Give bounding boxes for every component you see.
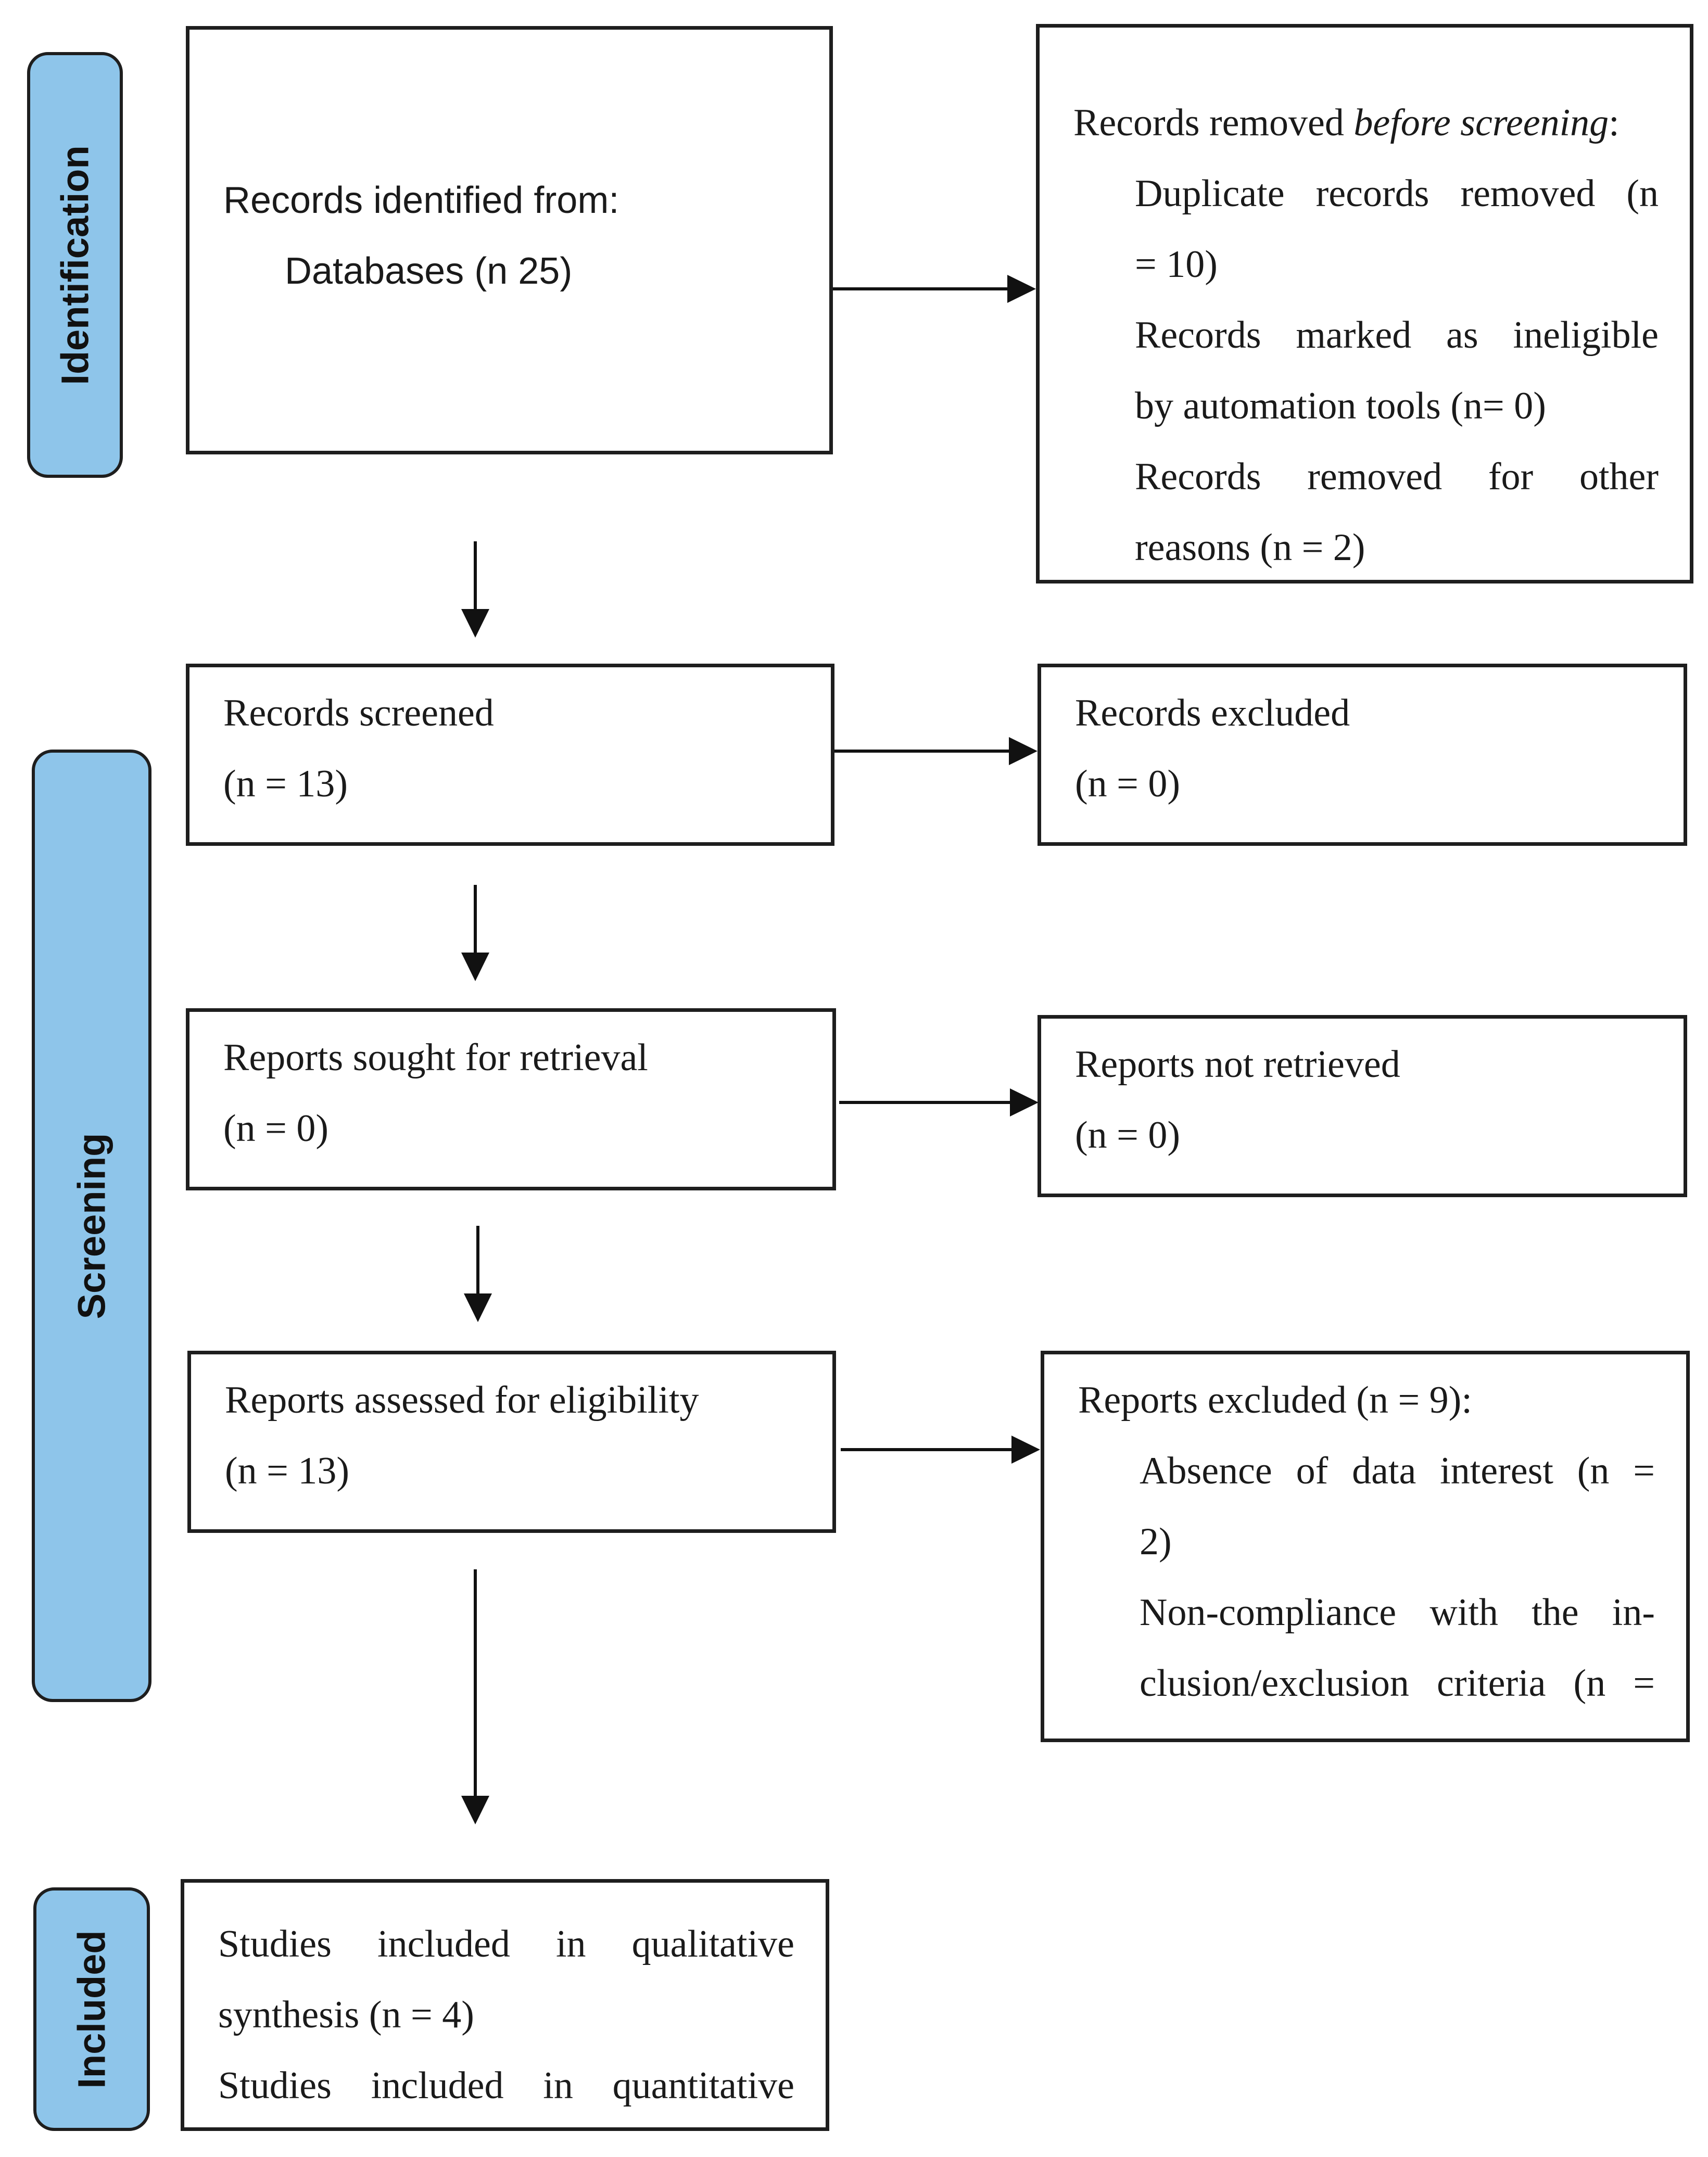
- absence-of-data-line-1: Absence of data interest (n =: [1140, 1450, 1655, 1492]
- records-excluded-title: Records excluded: [1075, 692, 1350, 734]
- studies-qualitative-line-1: Studies included in qualitative: [218, 1923, 794, 1965]
- other-reasons-line-1: Records removed for other: [1135, 455, 1659, 498]
- records-identified-databases: Databases (n 25): [285, 250, 573, 292]
- records-removed-title-em: before screening: [1353, 101, 1609, 144]
- phase-screening: Screening: [32, 750, 151, 1702]
- reports-not-retrieved-title: Reports not retrieved: [1075, 1043, 1400, 1086]
- records-removed-title-prefix: Records removed: [1073, 101, 1354, 144]
- arrowhead-identified-to-removed: [1007, 275, 1036, 303]
- arrowhead-sought-to-assessed: [464, 1293, 492, 1322]
- non-compliance-line-2: clusion/exclusion criteria (n =: [1140, 1662, 1655, 1705]
- reports-sought-title: Reports sought for retrieval: [223, 1036, 648, 1079]
- studies-included-box: Studies included in qualitative synthesi…: [181, 1879, 829, 2131]
- arrowhead-screened-to-sought: [461, 953, 489, 981]
- duplicate-records-line-2: = 10): [1135, 243, 1218, 286]
- studies-quantitative-line-1: Studies included in quantitative: [218, 2064, 794, 2107]
- other-reasons-line-2: reasons (n = 2): [1135, 526, 1365, 569]
- records-removed-title-suffix: :: [1609, 101, 1620, 144]
- records-excluded-box: Records excluded (n = 0): [1038, 664, 1687, 846]
- reports-assessed-box: Reports assessed for eligibility (n = 13…: [187, 1351, 836, 1533]
- arrowhead-assessed-to-included: [461, 1796, 489, 1824]
- records-removed-title: Records removed before screening:: [1073, 87, 1659, 158]
- records-excluded-count: (n = 0): [1075, 763, 1181, 805]
- arrowhead-screened-to-excluded: [1009, 737, 1038, 765]
- records-identified-box: Records identified from: Databases (n 25…: [186, 26, 833, 454]
- records-screened-box: Records screened (n = 13): [186, 664, 834, 846]
- studies-qualitative-line-2: synthesis (n = 4): [218, 1994, 474, 2036]
- arrowhead-sought-to-not-retrieved: [1010, 1088, 1039, 1116]
- reports-sought-box: Reports sought for retrieval (n = 0): [186, 1008, 836, 1190]
- absence-of-data-line-2: 2): [1140, 1520, 1172, 1563]
- phase-included: Included: [33, 1887, 150, 2131]
- non-compliance-line-1: Non-compliance with the in-: [1140, 1591, 1655, 1634]
- records-screened-title: Records screened: [223, 692, 494, 734]
- reports-not-retrieved-box: Reports not retrieved (n = 0): [1038, 1015, 1687, 1197]
- phase-identification: Identification: [27, 52, 123, 478]
- records-screened-count: (n = 13): [223, 763, 348, 805]
- records-removed-box: Records removed before screening: Duplic…: [1036, 24, 1693, 583]
- duplicate-records-line-1: Duplicate records removed (n: [1135, 172, 1659, 215]
- reports-sought-count: (n = 0): [223, 1107, 329, 1150]
- arrowhead-identified-to-screened: [461, 609, 489, 638]
- records-identified-title: Records identified from:: [223, 180, 619, 221]
- reports-assessed-title: Reports assessed for eligibility: [225, 1379, 699, 1422]
- reports-excluded-title: Reports excluded (n = 9):: [1078, 1379, 1472, 1422]
- reports-assessed-count: (n = 13): [225, 1450, 350, 1492]
- ineligible-records-line-2: by automation tools (n= 0): [1135, 385, 1546, 427]
- ineligible-records-line-1: Records marked as ineligible: [1135, 314, 1659, 357]
- reports-excluded-box: Reports excluded (n = 9): Absence of dat…: [1041, 1351, 1690, 1742]
- arrowhead-assessed-to-excluded: [1011, 1436, 1040, 1464]
- reports-not-retrieved-count: (n = 0): [1075, 1114, 1181, 1157]
